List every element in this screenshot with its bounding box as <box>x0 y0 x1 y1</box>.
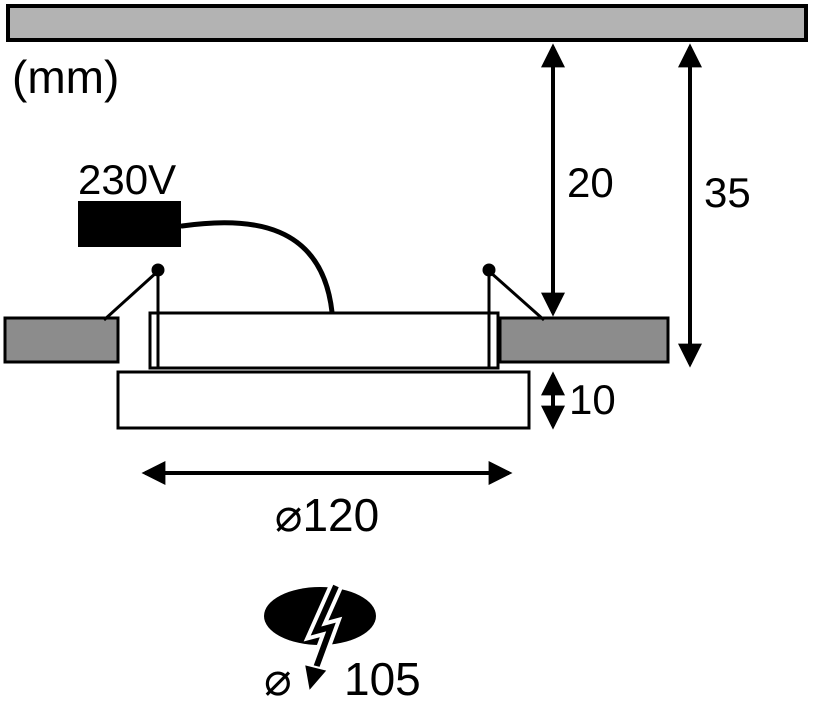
dimension-label-120: ⌀120 <box>275 489 379 541</box>
dimension-recess-depth: 20 <box>541 43 614 317</box>
dimension-panel-diameter: ⌀120 <box>141 461 513 541</box>
dimension-label-10: 10 <box>569 376 616 423</box>
right-clip-pivot <box>482 263 496 277</box>
power-cable <box>179 220 335 315</box>
lightning-bolt-arrowhead <box>302 662 330 695</box>
left-clip-arm <box>102 270 159 322</box>
ceiling-bar <box>6 4 808 42</box>
right-spring-clip <box>482 263 545 368</box>
dimension-total-height: 35 <box>678 43 751 368</box>
driver-box <box>78 201 181 247</box>
diffuser-panel <box>116 370 531 430</box>
left-flange <box>3 316 120 364</box>
cutout-diameter-label: 105 <box>344 653 421 705</box>
dimension-frame-height: 10 <box>541 371 616 430</box>
cutout-symbol-group: ⌀ 105 <box>264 583 421 705</box>
right-clip-arm <box>489 270 545 322</box>
cutout-diameter-symbol: ⌀ <box>264 653 292 705</box>
right-flange <box>498 316 670 364</box>
fixture-body <box>148 311 500 370</box>
left-clip-pivot <box>151 263 165 277</box>
unit-label: (mm) <box>12 51 119 103</box>
voltage-label: 230V <box>78 156 176 203</box>
dimension-label-35: 35 <box>704 169 751 216</box>
dimension-label-20: 20 <box>567 159 614 206</box>
lightning-bolt-icon <box>310 584 339 678</box>
left-spring-clip <box>102 263 165 368</box>
